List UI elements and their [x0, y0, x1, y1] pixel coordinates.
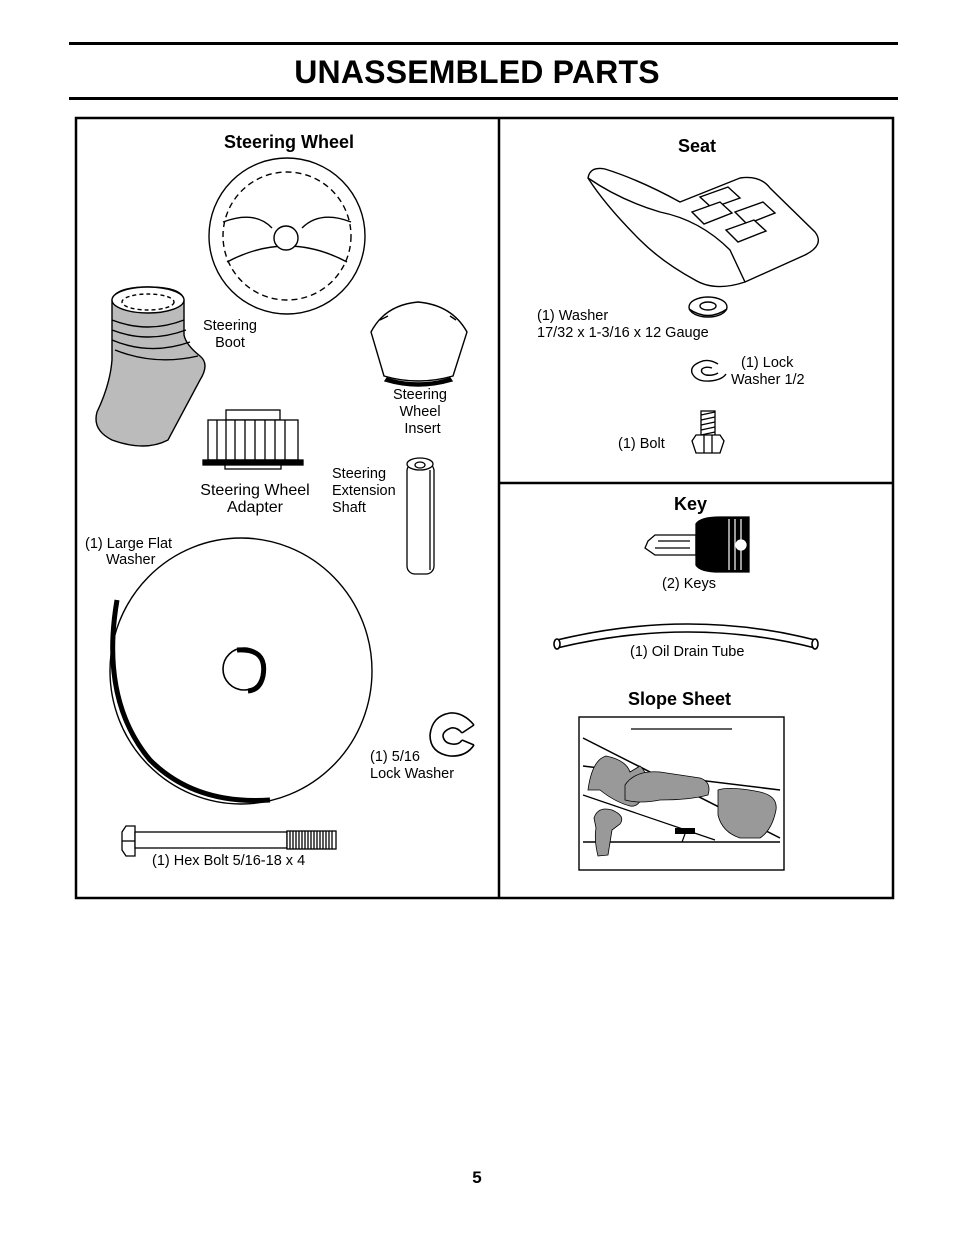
title-underline [69, 97, 898, 100]
lock-washer-half-label: (1) Lock Washer 1/2 [731, 355, 805, 389]
steering-wheel-adapter-label: Steering Wheel Adapter [194, 482, 316, 516]
oil-drain-tube-label: (1) Oil Drain Tube [630, 644, 745, 660]
steering-wheel-heading: Steering Wheel [224, 132, 355, 152]
steering-boot-icon [95, 286, 206, 447]
bolt-label: (1) Bolt [618, 436, 665, 452]
steering-wheel-insert-label: Steering Wheel Insert [385, 387, 455, 438]
large-flat-washer-label: (1) Large Flat Washer [85, 536, 172, 567]
washer-label: (1) Washer 17/32 x 1-3/16 x 12 Gauge [537, 308, 709, 342]
keys-label: (2) Keys [662, 576, 716, 592]
shaft-line-3: Shaft [332, 500, 366, 516]
steering-wheel-icon [208, 157, 366, 315]
steering-wheel-insert-icon [370, 301, 468, 387]
large-flat-washer-icon [109, 537, 373, 805]
seat-icon [587, 167, 819, 288]
top-rule [69, 42, 898, 45]
lock-516-line-2: Lock Washer [370, 766, 455, 782]
steering-boot-line-1: Steering [202, 318, 257, 334]
large-washer-line-1: (1) Large Flat [85, 536, 173, 552]
oil-drain-tube-icon [553, 623, 819, 650]
lock-516-line-1: (1) 5/16 [370, 749, 420, 765]
page-number: 5 [472, 1168, 482, 1187]
steering-boot-label: Steering Boot [196, 318, 264, 352]
adapter-line-2: Adapter [226, 499, 284, 516]
steering-extension-shaft-label: Steering Extension Shaft [332, 466, 396, 517]
steering-extension-shaft-icon [406, 457, 435, 575]
large-washer-line-2: Washer [106, 552, 156, 568]
slope-sheet-heading: Slope Sheet [628, 689, 732, 709]
washer-icon [688, 296, 728, 318]
steering-wheel-adapter-icon [202, 409, 304, 470]
slope-sheet-icon [578, 716, 785, 871]
shaft-line-1: Steering [332, 466, 387, 482]
washer-line-2: 17/32 x 1-3/16 x 12 Gauge [537, 325, 709, 341]
shaft-line-2: Extension [332, 483, 396, 499]
lock-half-line-1: (1) Lock [741, 355, 794, 371]
insert-line-2: Wheel [399, 404, 441, 420]
seat-heading: Seat [678, 136, 717, 156]
key-icon [644, 516, 750, 573]
adapter-line-1: Steering Wheel [200, 482, 310, 499]
insert-line-1: Steering [392, 387, 447, 403]
page-title: UNASSEMBLED PARTS [294, 54, 660, 90]
steering-boot-line-2: Boot [215, 335, 245, 351]
hex-bolt-icon [121, 825, 337, 857]
hex-bolt-label: (1) Hex Bolt 5/16-18 x 4 [152, 853, 306, 869]
insert-line-3: Insert [404, 421, 441, 437]
panel-frames [74, 116, 895, 900]
washer-line-1: (1) Washer [537, 308, 609, 324]
lock-half-line-2: Washer 1/2 [731, 372, 805, 388]
lock-washer-516-icon [429, 712, 475, 757]
bolt-icon [691, 410, 725, 454]
lock-washer-516-label: (1) 5/16 Lock Washer [370, 749, 454, 783]
key-heading: Key [674, 494, 708, 514]
lock-washer-half-icon [690, 359, 727, 382]
